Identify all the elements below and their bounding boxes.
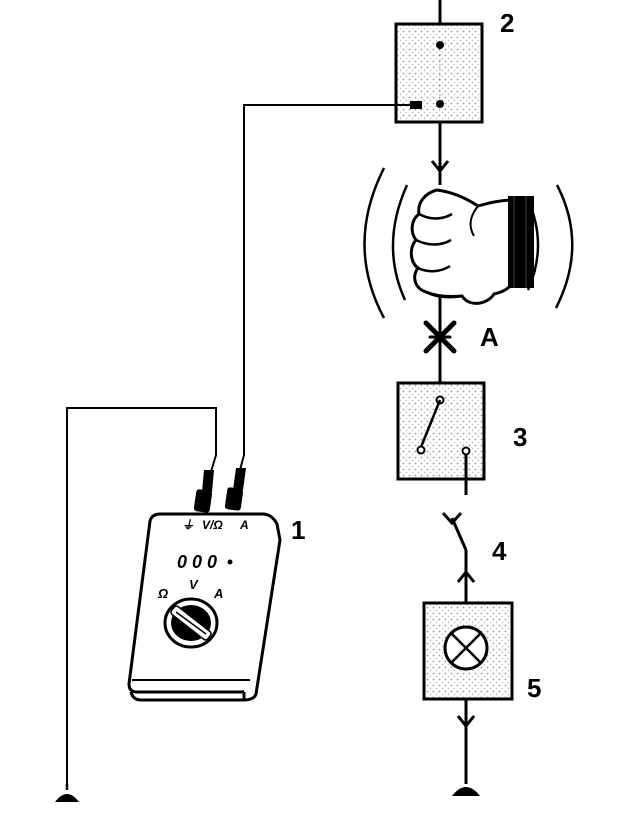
probe-plug-volt: [224, 468, 246, 511]
multimeter-display: 0 0 0: [177, 552, 217, 572]
terminal-amp-label: A: [239, 518, 249, 532]
dial-amp-label: A: [213, 586, 223, 601]
callout-3: 3: [513, 422, 527, 452]
terminal-volt-ohm-label: V/Ω: [202, 518, 223, 532]
probe-wire-ground: [66, 407, 217, 784]
callout-a: A: [480, 322, 499, 352]
dial-volt-label: V: [189, 577, 199, 592]
callout-5: 5: [527, 673, 541, 703]
probe-wire-volt: [239, 104, 416, 471]
multimeter: ⏚ V/Ω A 0 0 0 Ω V A: [127, 512, 282, 702]
ground-symbol-left: [55, 784, 79, 802]
hand-wiggling-connector: [409, 188, 534, 305]
ground-symbol-right: [452, 772, 480, 796]
component-3-switch-box: [396, 381, 486, 481]
selector-dial: [163, 597, 219, 649]
callout-2: 2: [500, 8, 514, 38]
connector-arrow-top: [430, 160, 450, 174]
dial-ohm-label: Ω: [157, 586, 168, 601]
probe-plug-ground: [193, 470, 214, 513]
terminal-ground-label: ⏚: [182, 518, 194, 532]
fault-x-mark: [423, 320, 457, 354]
callout-4: 4: [492, 536, 507, 566]
connector-4: [441, 511, 476, 583]
lamp-5-box: [422, 601, 514, 701]
component-2-box: [394, 22, 484, 124]
callout-1: 1: [291, 515, 305, 545]
